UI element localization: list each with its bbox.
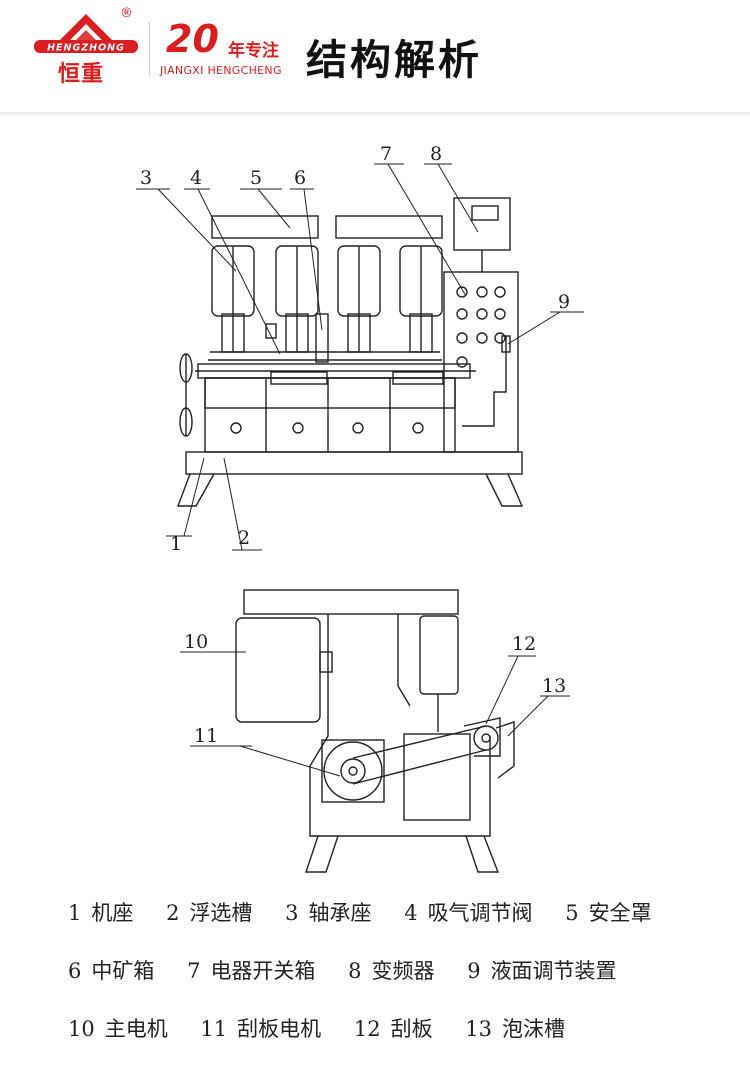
callout-10: 10 — [184, 631, 208, 653]
registered-mark: ® — [120, 6, 133, 21]
leader-lines — [136, 163, 584, 777]
callout-1: 1 — [170, 533, 182, 555]
callout-6: 6 — [294, 167, 306, 189]
callout-9: 9 — [558, 291, 570, 313]
callout-labels: 3 4 5 6 7 8 9 1 2 10 11 12 13 — [140, 143, 570, 747]
callout-5: 5 — [250, 167, 262, 189]
page-header: HENGZHONG 恒重 ® 20 年专注 JIANGXI HENGCHENG … — [0, 0, 750, 118]
logo-roof-icon: HENGZHONG — [34, 14, 138, 54]
side-elevation-drawing — [235, 589, 515, 873]
callout-12: 12 — [512, 633, 536, 655]
callout-11: 11 — [194, 725, 218, 747]
front-elevation-drawing — [176, 197, 524, 507]
structure-diagram: 3 4 5 6 7 8 9 1 2 10 11 12 13 — [136, 143, 584, 873]
callout-4: 4 — [190, 167, 202, 189]
callout-13: 13 — [542, 675, 566, 697]
logo-mark-text: HENGZHONG — [47, 43, 125, 54]
header-divider — [149, 22, 150, 76]
header-shadow — [0, 112, 750, 116]
callout-2: 2 — [238, 527, 250, 549]
anniversary-suffix: 年专注 — [228, 41, 279, 61]
callout-7: 7 — [380, 143, 392, 165]
callout-8: 8 — [430, 143, 442, 165]
brand-cn: 恒重 — [58, 61, 105, 87]
callout-3: 3 — [140, 167, 152, 189]
anniversary-number: 20 — [166, 17, 219, 61]
page-title: 结构解析 — [306, 36, 482, 84]
brand-logo: HENGZHONG — [34, 6, 138, 84]
company-name: JIANGXI HENGCHENG — [160, 64, 282, 77]
